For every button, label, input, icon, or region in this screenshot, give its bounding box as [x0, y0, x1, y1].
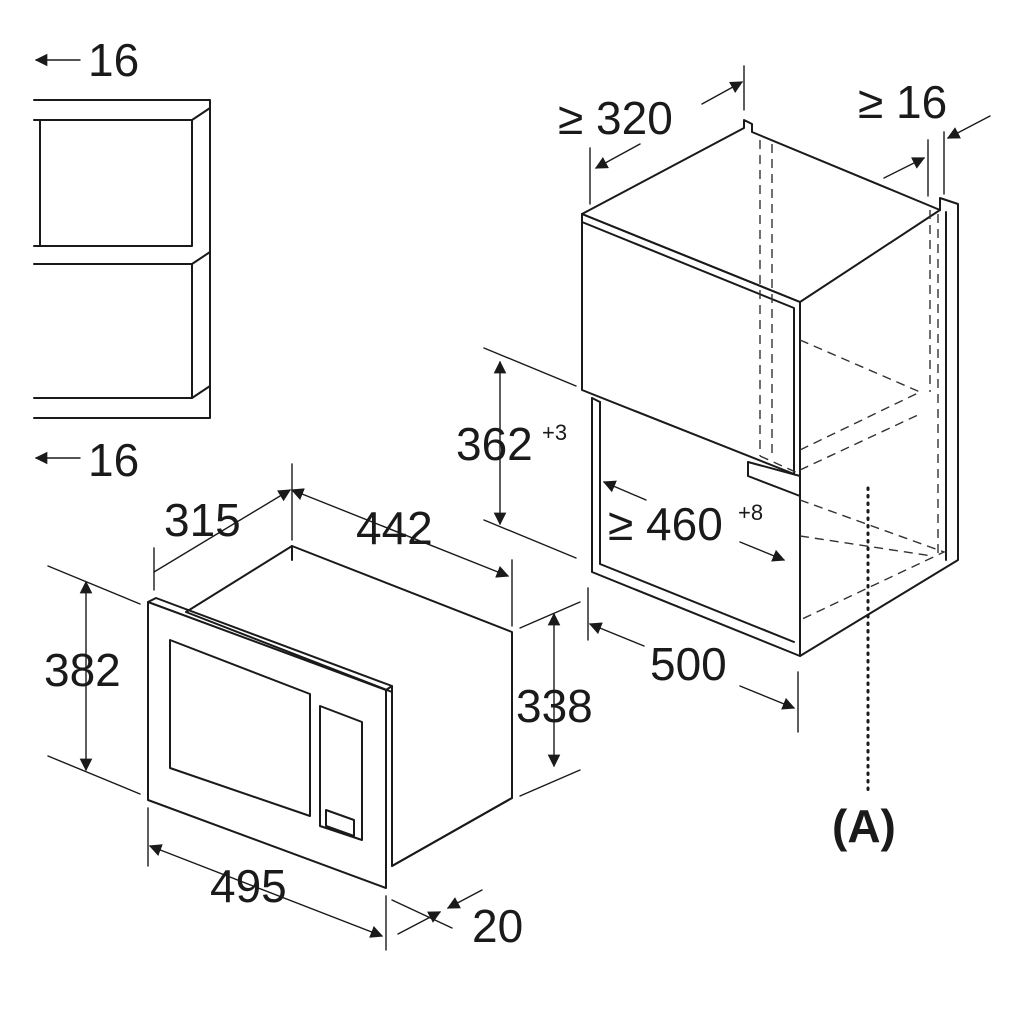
- dim-min-460: ≥ 460: [608, 498, 723, 550]
- dim-315: 315: [164, 494, 241, 546]
- dim-20: 20: [472, 900, 523, 952]
- dim-460-tolerance: +8: [738, 500, 763, 525]
- microwave-drawing: [147, 545, 513, 889]
- dim-500: 500: [650, 638, 727, 690]
- dim-338: 338: [516, 680, 593, 732]
- cabinet-drawing: [581, 119, 959, 794]
- dim-495: 495: [210, 860, 287, 912]
- gap-bottom-label: 16: [88, 434, 139, 486]
- dim-362-tolerance: +3: [542, 420, 567, 445]
- dim-min-16: ≥ 16: [858, 76, 947, 128]
- microwave-dimensions: [47, 463, 581, 951]
- gap-top-label: 16: [88, 34, 139, 86]
- dim-382: 382: [44, 644, 121, 696]
- dim-min-320: ≥ 320: [558, 92, 673, 144]
- side-gap-detail: [33, 53, 211, 465]
- dim-442: 442: [356, 502, 433, 554]
- cabinet-dimensions: [483, 65, 991, 733]
- marker-a: (A): [832, 800, 896, 852]
- dim-362: 362: [456, 418, 533, 470]
